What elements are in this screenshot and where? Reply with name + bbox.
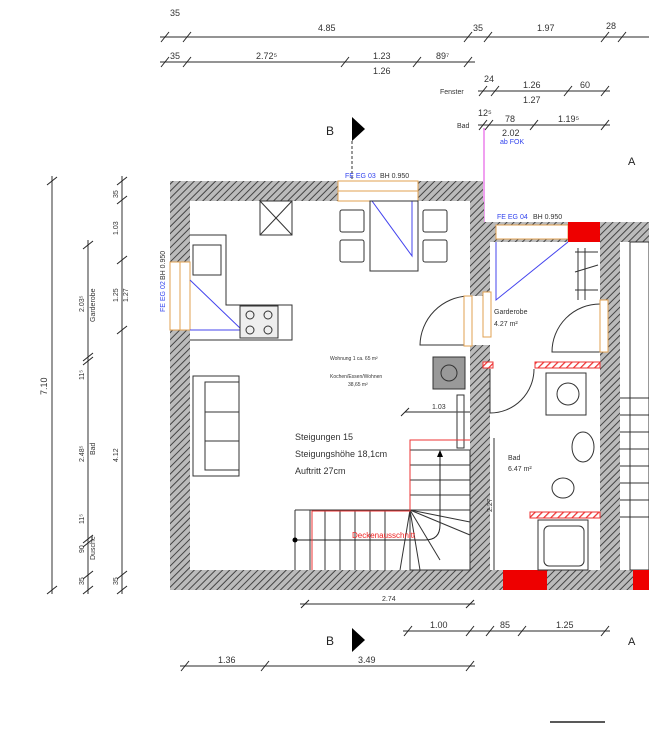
dim-label: 2.02 bbox=[502, 128, 520, 138]
svg-text:1.25: 1.25 bbox=[556, 620, 574, 630]
dim-label: 35 bbox=[113, 190, 120, 198]
dim-label: 35 bbox=[113, 577, 120, 585]
dim-label: 35 bbox=[473, 23, 483, 33]
room-area: 6.47 m² bbox=[508, 466, 532, 473]
section-arrow-icon bbox=[352, 628, 365, 652]
dim-label: 1.23 bbox=[373, 51, 391, 61]
window-label: FE EG 04 bbox=[497, 214, 528, 221]
dim-label: 2.72⁵ bbox=[256, 51, 278, 61]
dim-note: ab FOK bbox=[500, 139, 524, 146]
room-name: Kochen/Essen/Wohnen bbox=[330, 374, 382, 380]
dim-room-label: Garderobe bbox=[90, 288, 97, 322]
dim-label: 1.27 bbox=[523, 95, 541, 105]
dim-label: 90 bbox=[79, 545, 86, 553]
dim-label: 2.03⁵ bbox=[79, 295, 86, 312]
left-dimensions: 7.10 2.03⁵ Garderobe 11⁵ 2.48⁵ Bad 11⁵ 9… bbox=[39, 176, 130, 595]
dim-label: 1.27 bbox=[123, 288, 130, 302]
dim-label: 28 bbox=[606, 21, 616, 31]
sofa bbox=[192, 375, 240, 477]
section-marker-b-bottom: B bbox=[326, 628, 365, 652]
section-arrow-icon bbox=[352, 117, 365, 141]
dim-label: 1.25 bbox=[113, 288, 120, 302]
room-area: 4.27 m² bbox=[494, 321, 518, 328]
garderobe bbox=[482, 248, 609, 353]
top-dimensions: 35 4.85 35 1.97 28 35 2.72⁵ 1.23 1.26 89… bbox=[160, 8, 649, 245]
dim-label: 78 bbox=[505, 114, 515, 124]
dim-label: 60 bbox=[580, 80, 590, 90]
demolition-area bbox=[503, 570, 547, 590]
dim-label: 12⁵ bbox=[478, 108, 492, 118]
svg-text:3.49: 3.49 bbox=[358, 655, 376, 665]
svg-text:B: B bbox=[326, 124, 334, 138]
dim-label: 24 bbox=[484, 74, 494, 84]
dim-label: 1.03 bbox=[432, 404, 446, 411]
stair-riser-height: Steigungshöhe 18,1cm bbox=[295, 449, 387, 459]
dim-label: 1.97 bbox=[537, 23, 555, 33]
dim-label: 2.48⁵ bbox=[79, 445, 86, 462]
room-area: 38,65 m² bbox=[348, 382, 368, 388]
window-height: BH 0.950 bbox=[380, 173, 409, 180]
dim-label: 35 bbox=[170, 51, 180, 61]
dim-label: 89⁷ bbox=[436, 51, 449, 61]
stair-risers: Steigungen 15 bbox=[295, 432, 353, 442]
room-name: Bad bbox=[508, 455, 521, 462]
svg-text:1.36: 1.36 bbox=[218, 655, 236, 665]
window-height: BH 0.950 bbox=[533, 214, 562, 221]
dim-label: 1.26 bbox=[523, 80, 541, 90]
kitchen bbox=[190, 200, 293, 341]
dim-label: 11⁵ bbox=[79, 370, 86, 380]
dining-table bbox=[339, 200, 448, 272]
dim-row-label: Fenster bbox=[440, 89, 464, 96]
dim-room-label: Dusche bbox=[90, 536, 97, 560]
dim-label: 35 bbox=[170, 8, 180, 18]
apartment-title: Wohnung 1 ca. 65 m² bbox=[330, 356, 378, 362]
stair-tread: Auftritt 27cm bbox=[295, 466, 346, 476]
chimney bbox=[432, 356, 466, 390]
dim-label: 35 bbox=[79, 577, 86, 585]
window-label: FE EG 03 bbox=[345, 173, 376, 180]
window-label: FE EG 02 bbox=[160, 281, 167, 312]
section-marker-a-top: A bbox=[628, 156, 636, 168]
svg-text:1.00: 1.00 bbox=[430, 620, 448, 630]
dim-room-label: Bad bbox=[90, 442, 97, 455]
ceiling-opening-label: Deckenausschnitt bbox=[352, 531, 416, 540]
room-name: Garderobe bbox=[494, 309, 528, 316]
svg-text:85: 85 bbox=[500, 620, 510, 630]
dim-label: 1.19⁵ bbox=[558, 114, 580, 124]
dim-label: 4.12 bbox=[113, 448, 120, 462]
svg-text:B: B bbox=[326, 634, 334, 648]
bathroom bbox=[489, 368, 601, 571]
dim-label: 1.26 bbox=[373, 66, 391, 76]
svg-text:2.74: 2.74 bbox=[382, 596, 396, 603]
bottom-dimensions: 2.74 1.00 85 1.25 1.36 3.49 bbox=[180, 596, 610, 672]
dim-label: 2.27 bbox=[487, 498, 494, 512]
dim-label: 4.85 bbox=[318, 23, 336, 33]
section-marker-a-bottom: A bbox=[628, 636, 636, 648]
window-fe-eg-04 bbox=[495, 224, 569, 240]
staircase bbox=[292, 439, 471, 571]
dim-label: 7.10 bbox=[39, 377, 49, 395]
section-marker-b-top: B bbox=[326, 117, 365, 185]
dim-row-label: Bad bbox=[457, 123, 470, 130]
dim-label: 1.03 bbox=[113, 221, 120, 235]
window-height: BH 0.950 bbox=[160, 251, 167, 280]
dim-label: 11⁵ bbox=[79, 514, 86, 524]
